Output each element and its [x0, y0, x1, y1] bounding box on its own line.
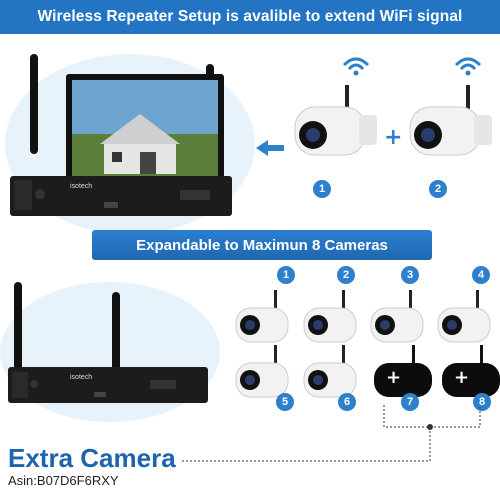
camera-bottom-3	[370, 290, 424, 343]
mid-banner: Expandable to Maximun 8 Cameras	[92, 230, 432, 260]
nvr-monitor-top: isotech	[5, 54, 255, 234]
top-banner: Wireless Repeater Setup is avalible to e…	[0, 0, 500, 34]
camera-bottom-4	[437, 290, 491, 343]
asin-label: Asin:B07D6F6RXY	[8, 473, 119, 488]
camera-top-1	[294, 85, 377, 156]
nvr-bottom: isotech	[0, 282, 220, 422]
camera-bottom-badge-3: 3	[401, 266, 419, 284]
plus-icon: +	[454, 367, 470, 388]
camera-bottom-1	[235, 290, 289, 343]
camera-bottom-badge-8: 8	[473, 393, 491, 411]
camera-bottom-5	[235, 345, 289, 398]
camera-bottom-badge-1: 1	[277, 266, 295, 284]
plus-icon: +	[384, 125, 403, 150]
camera-top-badge-2: 2	[429, 180, 447, 198]
arrow-left-icon	[256, 140, 284, 156]
camera-bottom-8	[442, 345, 500, 397]
connector-lines	[180, 405, 481, 462]
plus-icon: +	[386, 367, 402, 388]
brand-label-top: isotech	[70, 183, 92, 190]
brand-label-bottom: isotech	[70, 374, 92, 381]
camera-bottom-badge-5: 5	[276, 393, 294, 411]
camera-bottom-badge-4: 4	[472, 266, 490, 284]
extra-camera-title: Extra Camera	[8, 443, 176, 473]
wifi-icon	[342, 57, 370, 76]
camera-bottom-7	[374, 345, 432, 397]
wifi-icon	[454, 57, 482, 76]
camera-top-2	[409, 85, 492, 156]
camera-bottom-badge-2: 2	[337, 266, 355, 284]
camera-bottom-2	[303, 290, 357, 343]
camera-top-badge-1: 1	[313, 180, 331, 198]
camera-bottom-badge-7: 7	[401, 393, 419, 411]
camera-bottom-6	[303, 345, 357, 398]
camera-bottom-badge-6: 6	[338, 393, 356, 411]
